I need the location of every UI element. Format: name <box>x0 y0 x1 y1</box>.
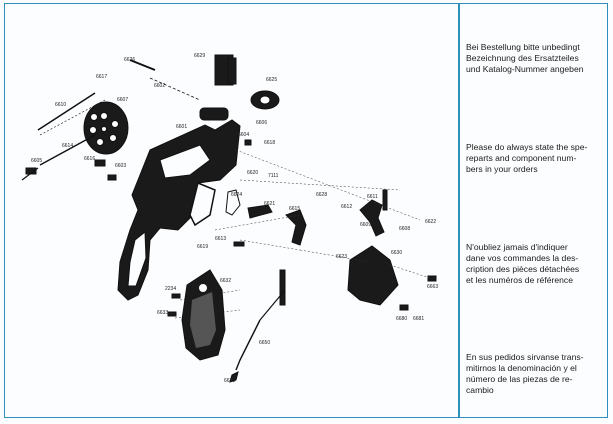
svg-text:6680: 6680 <box>396 316 407 322</box>
svg-text:6625: 6625 <box>266 77 277 83</box>
svg-text:6610: 6610 <box>55 102 66 108</box>
page-frame <box>4 3 608 418</box>
revolver-frame <box>117 54 280 301</box>
note-french: N'oubliez jamais d'indiquer dane vos com… <box>466 242 606 286</box>
svg-text:6681: 6681 <box>413 316 424 322</box>
note-line: Please do always state the spe- <box>466 142 588 152</box>
cylinder-assembly <box>21 59 201 181</box>
svg-text:6606: 6606 <box>256 120 267 126</box>
note-line: N'oubliez jamais d'indiquer <box>466 242 568 252</box>
svg-text:6621: 6621 <box>264 201 275 207</box>
svg-text:6611: 6611 <box>367 194 378 200</box>
svg-text:2234: 2234 <box>165 286 176 292</box>
column-divider <box>458 3 460 418</box>
svg-text:6608: 6608 <box>399 226 410 232</box>
note-german: Bei Bestellung bitte unbedingt Bezeichnu… <box>466 42 606 75</box>
svg-text:6612: 6612 <box>341 204 352 210</box>
note-line: Bezeichnung des Ersatzteiles <box>466 53 579 63</box>
note-line: mitirnos la denominación y el <box>466 363 577 373</box>
svg-text:6604: 6604 <box>238 132 249 138</box>
note-line: número de las piezas de re- <box>466 374 573 384</box>
svg-text:6617: 6617 <box>96 74 107 80</box>
svg-text:6609: 6609 <box>360 222 371 228</box>
svg-text:6631: 6631 <box>224 378 235 384</box>
svg-text:6613: 6613 <box>215 236 226 242</box>
svg-text:6602: 6602 <box>154 83 165 89</box>
note-english: Please do always state the spe- reparts … <box>466 142 606 175</box>
svg-text:6616: 6616 <box>84 156 95 162</box>
svg-text:6614: 6614 <box>62 143 73 149</box>
svg-text:6663: 6663 <box>427 284 438 290</box>
svg-text:6620: 6620 <box>247 170 258 176</box>
note-line: cription des pièces détachées <box>466 264 580 274</box>
note-line: bers in your orders <box>466 164 538 174</box>
svg-text:6632: 6632 <box>220 278 231 284</box>
svg-text:6630: 6630 <box>391 250 402 256</box>
svg-text:6624: 6624 <box>231 192 242 198</box>
svg-text:6629: 6629 <box>194 53 205 59</box>
svg-text:6605: 6605 <box>31 158 42 164</box>
ordering-notes: Bei Bestellung bitte unbedingt Bezeichnu… <box>466 0 606 424</box>
svg-text:7111: 7111 <box>268 173 279 179</box>
exploded-revolver-diagram: 6626 6629 6602 6625 6617 6607 6610 6601 … <box>21 53 438 384</box>
svg-text:6601: 6601 <box>176 124 187 130</box>
svg-text:6618: 6618 <box>264 140 275 146</box>
svg-text:6650: 6650 <box>259 340 270 346</box>
svg-text:6603: 6603 <box>115 163 126 169</box>
svg-text:6619: 6619 <box>197 244 208 250</box>
note-line: Bei Bestellung bitte unbedingt <box>466 42 580 52</box>
svg-text:6622: 6622 <box>425 219 436 225</box>
note-line: dane vos commandes la des- <box>466 253 579 263</box>
svg-text:6626: 6626 <box>124 57 135 63</box>
svg-text:6623: 6623 <box>336 254 347 260</box>
svg-text:6607: 6607 <box>117 97 128 103</box>
note-line: und Katalog-Nummer angeben <box>466 64 584 74</box>
note-line: cambio <box>466 385 494 395</box>
part-number-labels: 6626 6629 6602 6625 6617 6607 6610 6601 … <box>31 53 438 384</box>
note-line: En sus pedidos sirvanse trans- <box>466 352 584 362</box>
note-spanish: En sus pedidos sirvanse trans- mitirnos … <box>466 352 606 396</box>
note-line: et les numéros de référence <box>466 275 574 285</box>
note-line: reparts and component num- <box>466 153 577 163</box>
svg-text:6615: 6615 <box>289 206 300 212</box>
grip-panel <box>181 269 226 361</box>
lockwork-parts <box>94 139 437 383</box>
svg-text:6628: 6628 <box>316 192 327 198</box>
svg-text:6633: 6633 <box>157 310 168 316</box>
